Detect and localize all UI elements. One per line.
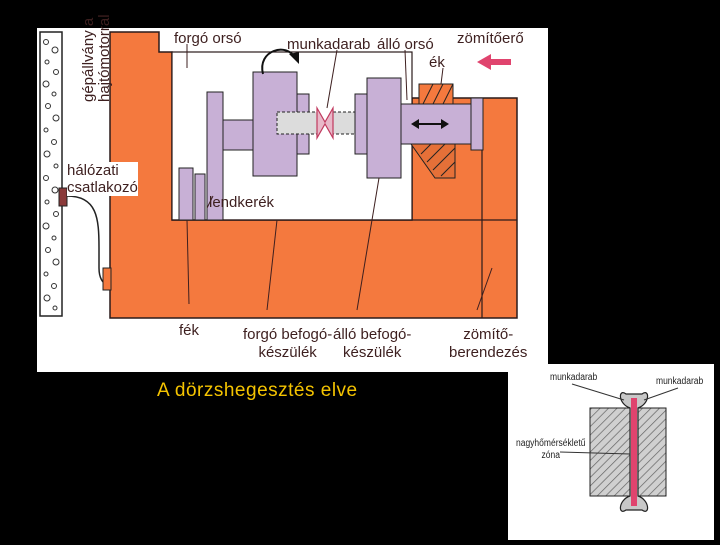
- power-cable: [66, 195, 108, 285]
- label-fixed-clamp-line2: készülék: [343, 344, 402, 361]
- weld-zone-schematic: [559, 383, 679, 512]
- label-upsetting-line1: zömítő-: [463, 326, 514, 343]
- flywheel: [206, 91, 224, 221]
- label-zone-line1: nagyhőmérsékletű: [516, 438, 586, 449]
- left-workpiece: [589, 407, 631, 497]
- foundation-texture: [42, 39, 60, 311]
- label-motor-stand-line1: gépállvány a: [80, 17, 97, 102]
- pressing-force-arrow: [477, 54, 511, 70]
- wedge-block: [418, 83, 454, 105]
- label-upsetting-device: zömítő- berendezés: [449, 326, 527, 362]
- label-zone-line2: zóna: [541, 450, 560, 461]
- label-mains-line1: hálózati: [67, 162, 119, 179]
- mains-connector: [58, 187, 68, 207]
- friction-welding-diagram: gépállvány a hajtómotorral forgó orsó mu…: [37, 14, 548, 372]
- label-flywheel: lendkerék: [209, 194, 275, 211]
- high-temperature-zone: [631, 398, 637, 506]
- rotating-spindle-shaft: [222, 119, 254, 151]
- label-motor-stand-line2: hajtómotorral: [96, 14, 113, 102]
- weld-zone-diagram: munkadarab munkadarab nagyhőmérsékletű z…: [508, 364, 714, 540]
- brake-block: [178, 167, 194, 221]
- label-inset-workpiece-left: munkadarab: [550, 372, 598, 383]
- label-mains-line2: csatlakozó: [67, 179, 138, 196]
- foundation-column: [39, 31, 63, 317]
- label-upsetting-line2: berendezés: [449, 344, 528, 361]
- label-rotating-clamp-line1: forgó befogó-: [243, 326, 333, 343]
- label-workpiece: munkadarab: [287, 36, 371, 53]
- label-rotating-clamp: forgó befogó- készülék: [243, 326, 332, 362]
- label-motor-stand: gépállvány a hajtómotorral: [80, 14, 113, 102]
- caption: A dörzshegesztés elve: [157, 380, 358, 401]
- label-fixed-clamp: álló befogó- készülék: [333, 326, 411, 362]
- label-wedge: ék: [429, 54, 445, 71]
- label-pressing-force: zömítőerő: [457, 30, 524, 47]
- label-fixed-spindle: álló orsó: [377, 36, 434, 53]
- weld-joint: [316, 105, 334, 141]
- label-fixed-clamp-line1: álló befogó-: [333, 326, 412, 343]
- fixed-clamp: [366, 77, 402, 179]
- axial-movement-arrow: [411, 119, 449, 129]
- label-rotating-clamp-line2: készülék: [258, 344, 317, 361]
- label-brake: fék: [179, 322, 200, 339]
- label-inset-workpiece-right: munkadarab: [656, 376, 704, 387]
- machine-schematic: [39, 31, 518, 319]
- right-workpiece: [637, 407, 667, 497]
- label-high-temperature-zone: nagyhőmérsékletű zóna: [516, 438, 585, 462]
- label-mains-connector: hálózati csatlakozó: [67, 162, 138, 196]
- label-rotating-spindle: forgó orsó: [174, 30, 242, 47]
